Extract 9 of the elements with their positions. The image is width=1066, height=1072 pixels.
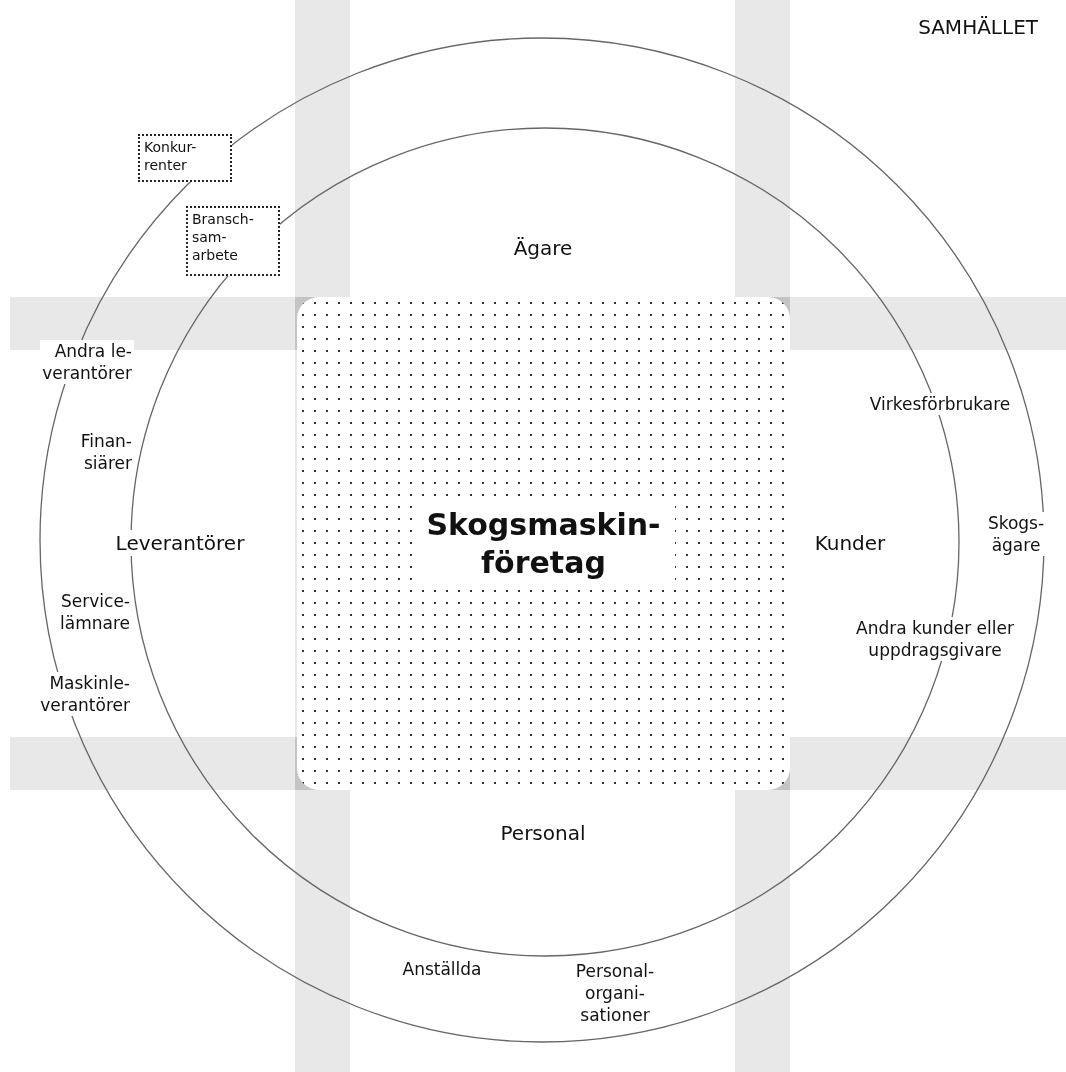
dotted-label-box <box>138 134 232 182</box>
group-label: Ägare <box>511 235 575 261</box>
stakeholder-label: Virkesförbrukare <box>867 393 1013 416</box>
stakeholder-label: Andra kunder eller uppdragsgivare <box>854 617 1016 662</box>
box-text: Konkur- renter <box>144 138 198 175</box>
stakeholder-label: Maskinle- verantörer <box>38 672 132 717</box>
box-text: Bransch- sam- arbete <box>192 210 255 265</box>
stakeholder-label: Andra le- verantörer <box>40 340 134 385</box>
dotted-label-box <box>186 206 280 276</box>
